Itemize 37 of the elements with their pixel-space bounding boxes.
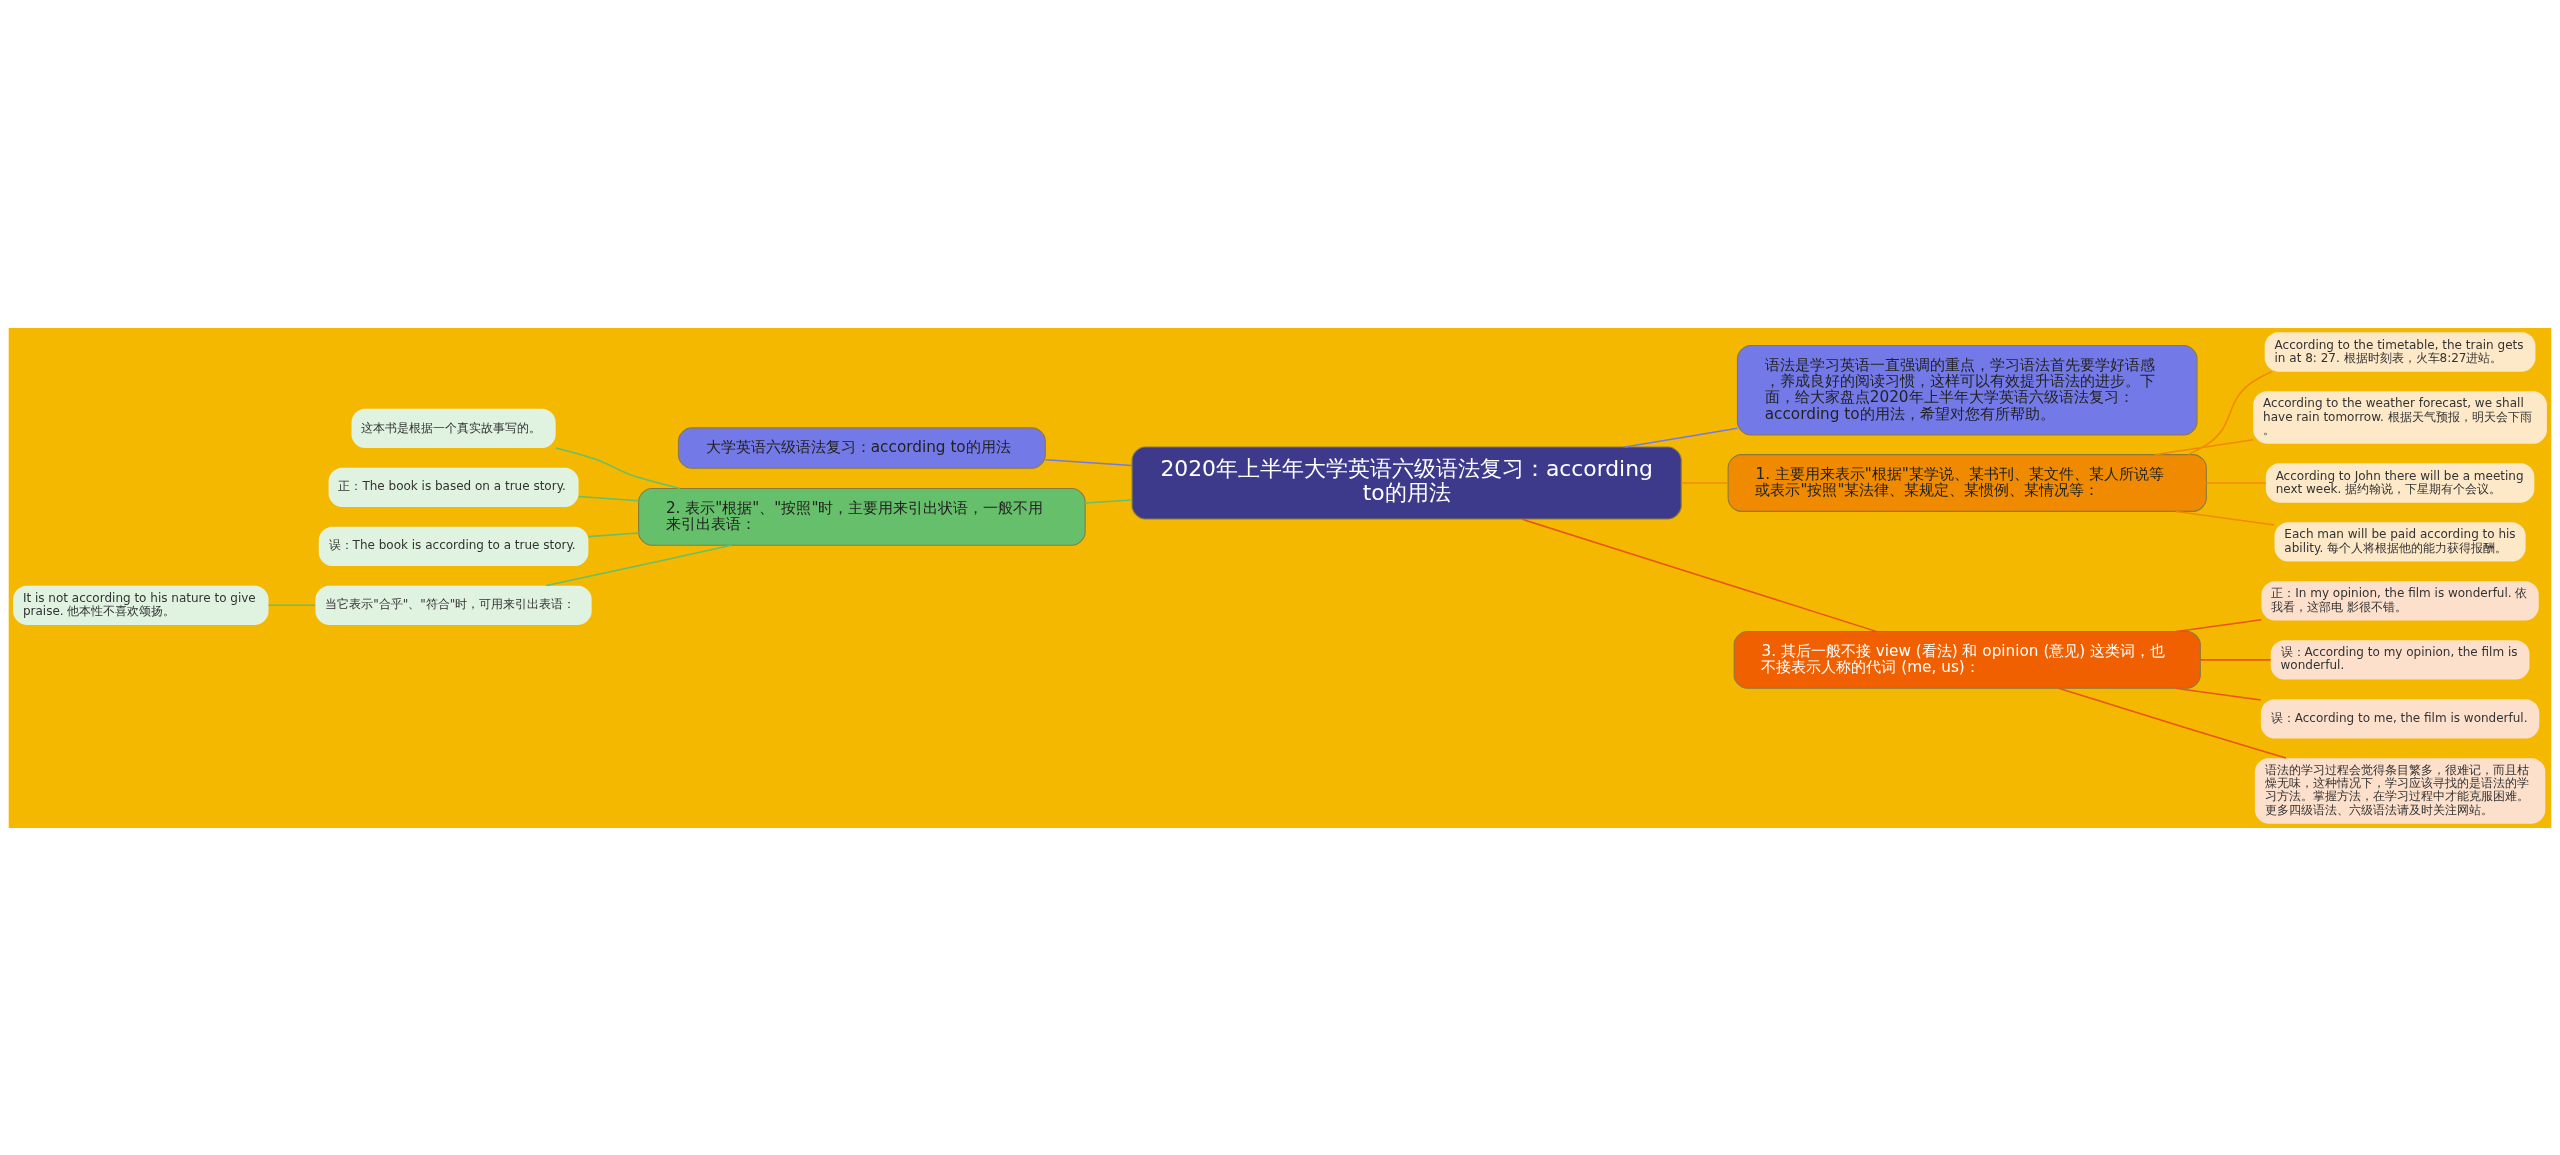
- node-box: 正：In my opinion, the film is wonderful. 依我看，这部电 影很不错。: [2261, 580, 2539, 621]
- connector: [1624, 426, 1739, 448]
- node-box: 正：The book is based on a true story.: [328, 467, 579, 507]
- connector: [587, 531, 640, 537]
- connector: [1520, 517, 1877, 632]
- connector: [1680, 481, 1729, 484]
- connector: [1044, 458, 1133, 466]
- connector: [2057, 687, 2287, 759]
- node-box: 2020年上半年大学英语六级语法复习：according to的用法: [1131, 445, 1682, 520]
- connector: [2175, 618, 2263, 632]
- connector: [2199, 658, 2272, 661]
- connector: [1084, 498, 1133, 504]
- connector: [2187, 370, 2273, 455]
- connector: [577, 495, 640, 501]
- node-box: Each man will be paid according to his ability. 每个人将根据他的能力获得报酬。: [2274, 521, 2526, 562]
- connector: [545, 544, 733, 586]
- node-box: According to the timetable, the train gets in at 8: 27. 根据时刻表，火车8:27进站。: [2264, 331, 2536, 372]
- connector: [2154, 438, 2254, 455]
- node-box: 3. 其后一般不接 view (看法) 和 opinion (意见) 这类词，也不接表示人称的代词 (me, us)：: [1733, 630, 2201, 689]
- node-box: 2. 表示"根据"、"按照"时，主要用来引出状语，一般不用来引出表语：: [638, 487, 1086, 546]
- node-box: 误：The book is according to a true story.: [318, 526, 589, 566]
- node-box: According to the weather forecast, we shall have rain tomorrow. 根据天气预报，明天会下雨。: [2253, 390, 2547, 444]
- node-box: 语法是学习英语一直强调的重点，学习语法首先要学好语感，养成良好的阅读习惯，这样可以有效提升语法的进步。下面，给大家盘点2020年上半年大学英语六级语法复习：according to的用法，希望对您有所帮助。: [1736, 344, 2198, 436]
- connector: [555, 446, 681, 489]
- connector: [2205, 481, 2267, 484]
- connector: [267, 604, 316, 606]
- node-box: 这本书是根据一个真实故事写的。: [351, 408, 556, 448]
- node-box: 当它表示"合乎"、"符合"时，可用来引出表语：: [315, 585, 592, 625]
- node-box: It is not according to his nature to give praise. 他本性不喜欢颂扬。: [13, 585, 269, 625]
- node-box: According to John there will be a meeting next week. 据约翰说，下星期有个会议。: [2265, 462, 2535, 503]
- node-box: 1. 主要用来表示"根据"某学说、某书刊、某文件、某人所说等或表示"按照"某法律、某规定、某惯例、某情况等：: [1727, 453, 2207, 512]
- node-box: 误：According to my opinion, the film is wonderful.: [2270, 639, 2530, 680]
- node-box: 语法的学习过程会觉得条目繁多，很难记，而且枯燥无味，这种情况下，学习应该寻找的是语法的学习方法。掌握方法，在学习过程中才能克服困难。更多四级语法、六级语法请及时关注网站。: [2254, 757, 2546, 824]
- connector: [2175, 687, 2262, 701]
- node-box: 大学英语六级语法复习：according to的用法: [677, 426, 1046, 469]
- connector: [2175, 510, 2276, 526]
- node-box: 误：According to me, the film is wonderful.: [2260, 698, 2540, 738]
